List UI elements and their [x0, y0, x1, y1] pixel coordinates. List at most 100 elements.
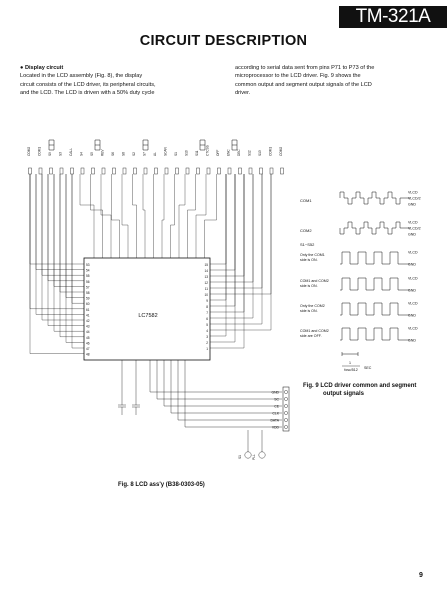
- lcd-digit-icon: [94, 139, 101, 151]
- chip-pin-number: 1: [206, 347, 208, 351]
- lcd-pad: [196, 167, 200, 175]
- digit-segments: [48, 139, 55, 151]
- intro-right-line: driver.: [235, 90, 251, 97]
- chip-pin-number: 8: [206, 305, 208, 309]
- lcd-pad: [38, 167, 43, 175]
- chip-pin-number: 59: [86, 297, 90, 301]
- lcd-segment-label: S5: [90, 152, 94, 156]
- voltage-level: VLCD: [408, 302, 418, 306]
- lcd-segment-label: COM1: [269, 147, 273, 156]
- chip-pin-number: 47: [86, 347, 90, 351]
- lcd-segment-label: S13: [258, 150, 262, 156]
- bus-wire: [210, 174, 236, 343]
- chip-pin-number: 41: [86, 313, 90, 317]
- intro-left-line: circuit consists of the LCD driver, its …: [20, 81, 156, 88]
- chip-pin-number: 10: [204, 293, 208, 297]
- lcd-segment-label: CTCSS: [206, 145, 210, 156]
- com-waveform: [339, 191, 410, 205]
- bus-wire: [210, 174, 236, 307]
- seg-label: side are OFF.: [300, 334, 322, 338]
- lcd-segment-label: CALL: [69, 148, 73, 156]
- lcd-pad: [112, 167, 116, 175]
- voltage-level: GND: [408, 203, 416, 207]
- bus-wire: [29, 174, 84, 265]
- lcd-pad: [101, 167, 106, 175]
- chip-pin-number: 4: [206, 329, 208, 333]
- bus-wire: [178, 174, 186, 258]
- lcd-segment-label: OFF: [216, 150, 220, 156]
- lcd-segment-label: S11: [195, 150, 199, 156]
- bus-wire: [210, 174, 236, 271]
- bus-wire: [210, 174, 245, 277]
- chip-pin-number: 53: [86, 263, 90, 267]
- chip-pin-number: 2: [206, 341, 208, 345]
- fig9-caption: Fig. 9 LCD driver common and segment out…: [303, 383, 417, 397]
- lcd-pad: [206, 167, 211, 175]
- seg-label: side is ON.: [300, 309, 318, 313]
- seg-label: COM1 and COM2: [300, 329, 329, 333]
- seg-label: Only the COM2: [300, 304, 325, 308]
- intro-right-column: according to serial data sent from pins …: [235, 64, 431, 98]
- lcd-pad: [248, 167, 253, 175]
- intro-left-column: ● Display circuit Located in the LCD ass…: [20, 64, 216, 98]
- chip-pin-number: 12: [204, 281, 208, 285]
- bullet-heading: ● Display circuit: [20, 65, 64, 71]
- timing-denominator: fosc/512: [344, 368, 358, 372]
- capacitor: [132, 360, 140, 415]
- lcd-pad: [80, 167, 85, 175]
- lcd-segment-label: DEC: [237, 149, 241, 156]
- lcd-digit-icon: [231, 139, 238, 151]
- bus-wire: [132, 174, 137, 258]
- lcd-driver-chip: [83, 257, 211, 361]
- connector-pin-label: VDD: [272, 426, 280, 430]
- voltage-level: VLCD: [408, 191, 418, 195]
- lcd-pad: [143, 167, 148, 175]
- lcd-segment-label: S10: [185, 150, 189, 156]
- chip-pin-number: 45: [86, 336, 90, 340]
- control-wire: [163, 360, 282, 407]
- lcd-segment-label: S1: [174, 152, 178, 156]
- connector-pin-label: GND: [271, 391, 279, 395]
- digit-segments: [142, 139, 149, 151]
- connector-pin-label: CLK: [272, 412, 279, 416]
- lcd-pad: [227, 167, 232, 175]
- capacitor: [118, 360, 126, 415]
- chip-pin-number: 11: [205, 287, 209, 291]
- lcd-pad: [259, 167, 263, 175]
- bus-wire: [71, 174, 84, 304]
- voltage-level: GND: [408, 233, 416, 237]
- lcd-segment-label: COM2: [27, 147, 31, 156]
- diode-symbol: [244, 451, 252, 459]
- lcd-segment-label: REV: [101, 149, 105, 156]
- lcd-pad: [217, 167, 221, 175]
- connector-pin-label: DATA: [270, 419, 279, 423]
- voltage-level: GND: [408, 314, 416, 318]
- bus-wire: [210, 174, 245, 313]
- voltage-level: VLCD/2: [408, 227, 421, 231]
- seg-label: side is ON.: [300, 258, 318, 262]
- lcd-segment-label: AL: [153, 152, 157, 156]
- bus-wire: [121, 174, 129, 258]
- lcd-digit-icon: [142, 139, 149, 151]
- lcd-pad: [164, 167, 169, 175]
- bus-wire: [111, 174, 120, 258]
- chip-pin-number: 43: [86, 325, 90, 329]
- seg-label: COM1 and COM2: [300, 279, 329, 283]
- lcd-pad: [59, 167, 64, 175]
- bus-wire: [210, 174, 263, 289]
- bus-wire: [29, 174, 84, 354]
- lcd-segment-label: S3: [59, 152, 63, 156]
- bus-wire: [170, 174, 175, 258]
- lcd-segment-label: S4: [80, 152, 84, 156]
- seg-label: side is ON.: [300, 284, 318, 288]
- chip-pin-number: 9: [206, 299, 208, 303]
- chip-pin-number: 14: [204, 269, 208, 273]
- lcd-segment-label: SCAN: [164, 146, 168, 156]
- part-label: PLL: [252, 454, 256, 460]
- bus-wire: [195, 174, 207, 258]
- timing-unit: SEC: [364, 366, 372, 370]
- bus-wire: [204, 174, 217, 258]
